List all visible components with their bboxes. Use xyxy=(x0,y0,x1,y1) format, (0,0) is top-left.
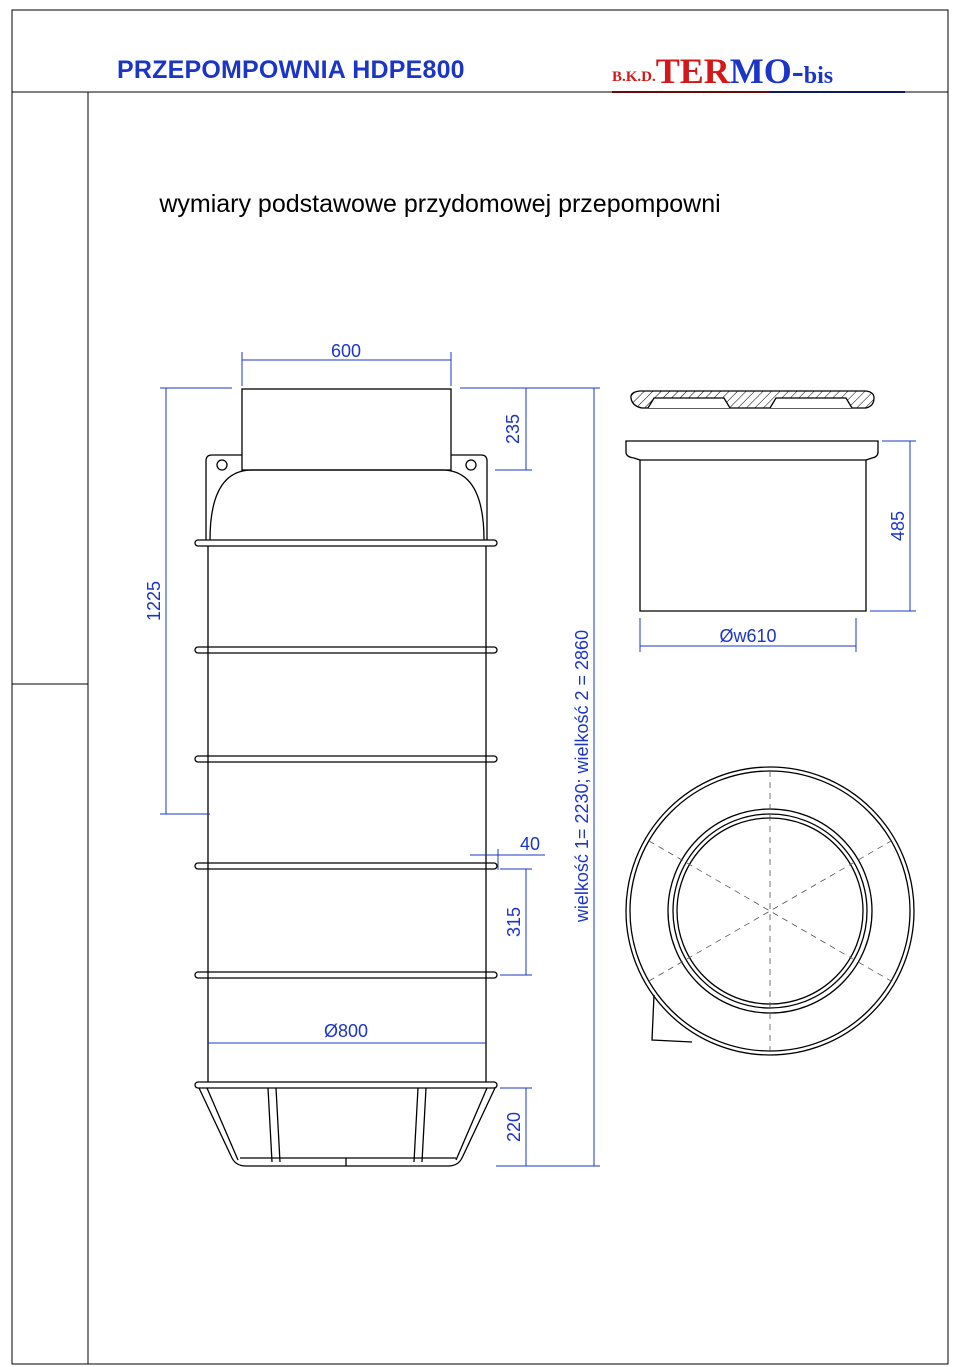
page-title: PRZEPOMPOWNIA HDPE800 xyxy=(117,56,465,84)
logo-mo: MO xyxy=(729,51,792,91)
logo-prefix: B.K.D. xyxy=(612,69,656,85)
logo-suffix: bis xyxy=(803,63,834,89)
dim-total-height: wielkość 1= 2230; wielkość 2 = 2860 xyxy=(572,630,592,923)
lid xyxy=(630,390,875,409)
dim-base-height: 220 xyxy=(504,1112,524,1142)
dim-rib-spacing: 40 xyxy=(520,834,540,854)
dim-ext-height: 485 xyxy=(888,511,908,541)
logo-dash: - xyxy=(791,51,804,91)
logo-ter: TER xyxy=(655,51,730,91)
extension-ring xyxy=(625,440,879,612)
company-logo: B.K.D.TERMO-bis xyxy=(612,50,833,92)
tank-body xyxy=(194,388,498,1167)
dim-diameter: Ø800 xyxy=(324,1021,368,1041)
dimension-labels: 600 235 1225 40 315 wielkość 1= 2230; wi… xyxy=(144,341,908,1142)
top-view xyxy=(625,766,915,1056)
dim-upper-height: 1225 xyxy=(144,581,164,621)
dim-top-width: 600 xyxy=(331,341,361,361)
drawing-subtitle: wymiary podstawowe przydomowej przepompo… xyxy=(159,190,721,218)
dim-neck-height: 235 xyxy=(503,414,523,444)
dim-rib-pitch: 315 xyxy=(504,907,524,937)
dimension-lines xyxy=(160,352,916,1167)
dim-ext-diameter: Øw610 xyxy=(719,626,776,646)
drawing-frame xyxy=(11,9,949,1365)
